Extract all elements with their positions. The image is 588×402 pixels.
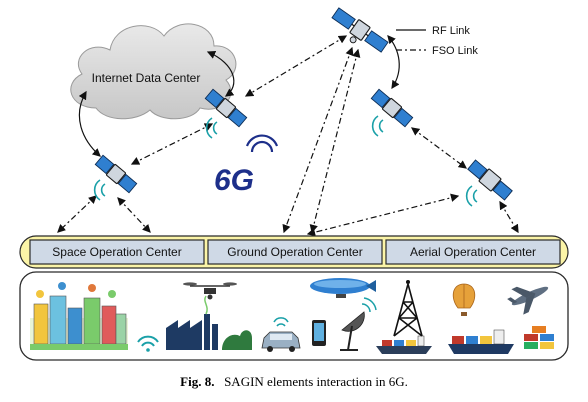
operation-center-bar: Space Operation Center Ground Operation … [19,235,569,269]
satellite-top-icon [331,7,389,53]
drone-icon [183,282,237,300]
ship-icon [376,335,432,354]
cargo-ship-icon [448,329,514,354]
space-operation-center-box [29,239,205,265]
satellite-leo-icon [204,88,248,128]
rf-link-cloud-left-sat [78,90,101,157]
signal-waves-icon [371,115,384,137]
containers-icon [524,326,554,349]
rf-link-legend-label: RF Link [432,25,470,37]
car-icon [261,317,301,352]
legend: RF Link FSO Link [396,25,478,57]
aerial-operation-center-box [385,239,561,265]
smartphone-icon [312,320,326,346]
6g-logo-text: 6G [214,164,254,197]
caption-figure-label: Fig. 8. [180,374,214,389]
cloud-label: Internet Data Center [92,71,201,85]
6g-logo: 6G [214,134,279,197]
wifi-icon [137,335,159,352]
svg-text:Fig. 8. SAGIN elements i: Fig. 8. SAGIN elements interaction in 6G… [180,374,408,389]
fso-link-right-sats [410,127,468,169]
satellite-right-upper-icon [370,88,414,128]
ground-operation-center-box [207,239,383,265]
fso-link-right-ground [306,193,460,237]
signal-waves-icon [93,179,106,201]
fso-link-left-mid [130,123,214,165]
fso-link-top-ground [282,46,354,234]
space-operation-center-label: Space Operation Center [52,245,181,259]
signal-waves-icon [465,185,478,207]
fso-link-left-space1 [57,195,97,233]
fso-link-top-leo [244,35,348,97]
internet-data-center-cloud: Internet Data Center [70,23,237,120]
factory-icon [166,295,252,350]
fso-link-left-space2 [117,197,151,233]
caption-text: SAGIN elements interaction in 6G. [224,374,408,389]
airplane-icon [507,286,549,315]
smart-city-icon [30,282,128,350]
satellite-left-icon [94,154,138,194]
satellite-right-lower-icon [467,159,513,201]
radio-tower-icon [393,280,423,337]
hot-air-balloon-icon [452,283,476,316]
rf-link-cloud-leo [206,50,235,97]
rf-link-top-right-sat [387,35,400,90]
devices-strip [19,271,569,361]
fso-link-right-aerial [499,200,519,234]
satellite-dish-icon [340,297,377,351]
links [57,35,519,237]
ground-operation-center-label: Ground Operation Center [227,245,362,259]
fso-link-legend-label: FSO Link [432,45,478,57]
aerial-operation-center-label: Aerial Operation Center [410,245,536,259]
fso-link-top-aerial [309,48,361,234]
airship-icon [310,278,376,298]
signal-waves-icon [205,117,218,139]
figure-caption: Fig. 8. SAGIN elements interaction in 6G… [180,374,408,389]
